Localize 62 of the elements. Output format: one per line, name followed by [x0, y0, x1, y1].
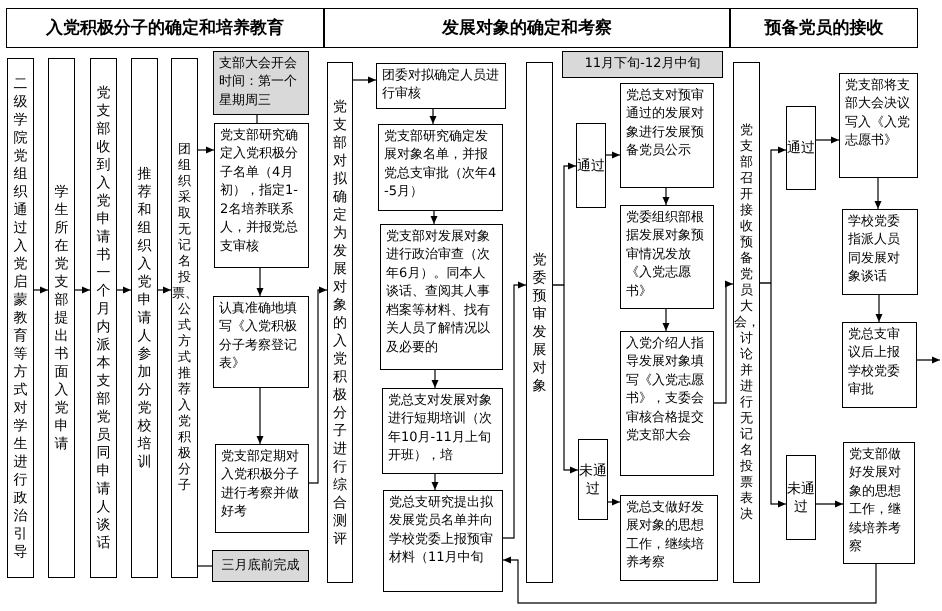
process-box: 党支部对发展对象进行政治审查（次年6月）。同本人谈话、查阅其人事档案等材料、找有关人员了解情况以及必要的: [380, 224, 503, 370]
process-column: 党支部对拟确定为发展对象的入党积极分子进行综合测评: [327, 62, 353, 583]
arrow: [553, 284, 578, 474]
stage-header: 预备党员的接收: [730, 8, 918, 48]
process-column: 党委预审发展对象: [526, 62, 553, 583]
arrow: [432, 370, 438, 388]
process-box: 党支部研究确定发展对象名单，并报党总支审批（次年4-5月）: [378, 124, 503, 211]
process-box: 团委对拟确定人员进行审核: [376, 63, 506, 109]
result-box: 未通过: [786, 455, 816, 540]
time-note: 三月底前完成: [212, 550, 309, 582]
process-box: 党支部研究确定入党积极分子名单（4月初），指定1-2名培养联系人，并报党总支审核: [214, 123, 309, 268]
result-box: 通过: [786, 106, 816, 190]
arrow: [158, 286, 171, 294]
arrow: [256, 388, 264, 444]
arrow: [606, 152, 620, 158]
arrow: [503, 556, 877, 604]
process-box: 党支部做好发展对象的思想工作，继续培养考察: [843, 442, 915, 564]
process-column: 推荐和组织入党申请人参加分党校培训: [131, 58, 158, 578]
process-box: 学校党委指派人员同发展对象谈话: [842, 209, 918, 295]
arrow: [503, 282, 526, 539]
process-box: 党支部将支部大会决议写入《入党志愿书》: [839, 73, 918, 178]
arrow: [917, 356, 940, 364]
arrow: [198, 146, 214, 154]
arrow: [608, 498, 620, 506]
arrow: [353, 76, 376, 84]
arrow: [662, 309, 670, 331]
process-column: 学生所在党支部提出书面入党申请: [48, 58, 75, 578]
arrow: [430, 211, 438, 224]
process-box: 党委组织部根据发展对象预审情况发放《入党志愿书》: [620, 205, 714, 309]
process-box: 党总支对发展对象进行短期培训（次年10月-11月上旬开班），培: [382, 388, 503, 474]
arrow: [117, 286, 131, 294]
process-column: 党支部收到入党申请书一个月内派本支部党员同申请人谈话: [90, 58, 117, 578]
arrow: [309, 286, 327, 484]
arrow: [760, 282, 786, 508]
process-box: 党总支做好发展对象的思想工作，继续培养考察: [620, 495, 718, 581]
arrow: [816, 136, 839, 144]
arrow: [430, 109, 436, 124]
process-column: 党支部召开接收预备党员大会，讨论并进行无记名投票表决: [733, 62, 760, 583]
arrow: [75, 286, 90, 294]
result-box: 通过: [576, 123, 606, 208]
time-note: 11月下旬-12月中旬: [562, 51, 723, 78]
arrow: [876, 295, 882, 322]
process-box: 入党介绍人指导发展对象填写《入党志愿书》，支委会审核合格提交党支部大会: [620, 331, 714, 476]
result-box: 未通过: [578, 439, 608, 520]
arrow: [662, 188, 670, 205]
process-column: 二级学院党组织通过入党启蒙教育等方式对学生进行政治引导: [7, 58, 34, 578]
connector-line: [198, 565, 212, 567]
process-box: 党总支研究提出拟发展党员名单并向学校党委上报预审材料（11月中旬: [383, 490, 503, 592]
time-note: 支部大会开会时间：第一个星期周三: [213, 51, 309, 115]
stage-header: 发展对象的确定和考察: [324, 8, 730, 48]
stage-header: 入党积极分子的确定和培养教育: [6, 8, 324, 48]
arrow: [34, 286, 48, 294]
arrow: [816, 500, 843, 508]
arrow: [874, 178, 882, 209]
process-box: 党支部定期对入党积极分子进行考察并做好考: [215, 444, 309, 533]
process-box: 党总支审议后上报学校党委审批: [842, 322, 917, 408]
process-box: 认真准确地填写《入党积极分子考察登记表》: [213, 296, 309, 388]
arrow: [256, 268, 264, 296]
process-box: 党总支对预审通过的发展对象进行发展预备党员公示: [620, 83, 714, 188]
arrow: [714, 280, 733, 404]
process-column: 团组织采取无记名投票、公式方式推荐入党积极分子: [171, 58, 198, 578]
arrow: [432, 474, 438, 490]
